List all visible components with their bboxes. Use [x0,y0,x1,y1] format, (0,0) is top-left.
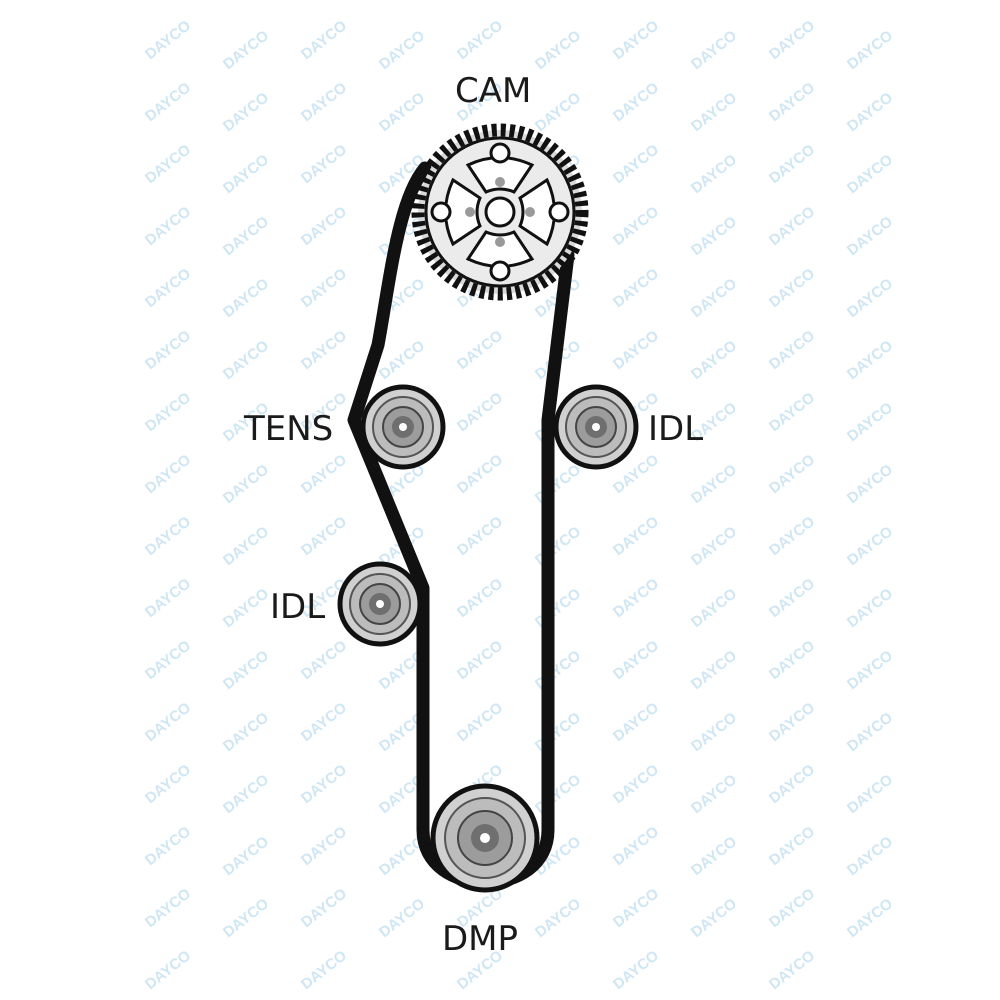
cam-label: CAM [455,71,532,111]
idl-right-label: IDL [648,409,704,449]
tens-pulley [360,384,446,470]
idl-pulley-right [553,384,639,470]
dmp-pulley [430,783,540,893]
cam-sprocket [411,123,589,301]
tens-label: TENS [244,409,334,449]
dmp-label: DMP [442,919,519,959]
timing-belt [347,161,575,889]
idl-pulley-left [337,561,423,647]
idl-left-label: IDL [270,587,326,627]
